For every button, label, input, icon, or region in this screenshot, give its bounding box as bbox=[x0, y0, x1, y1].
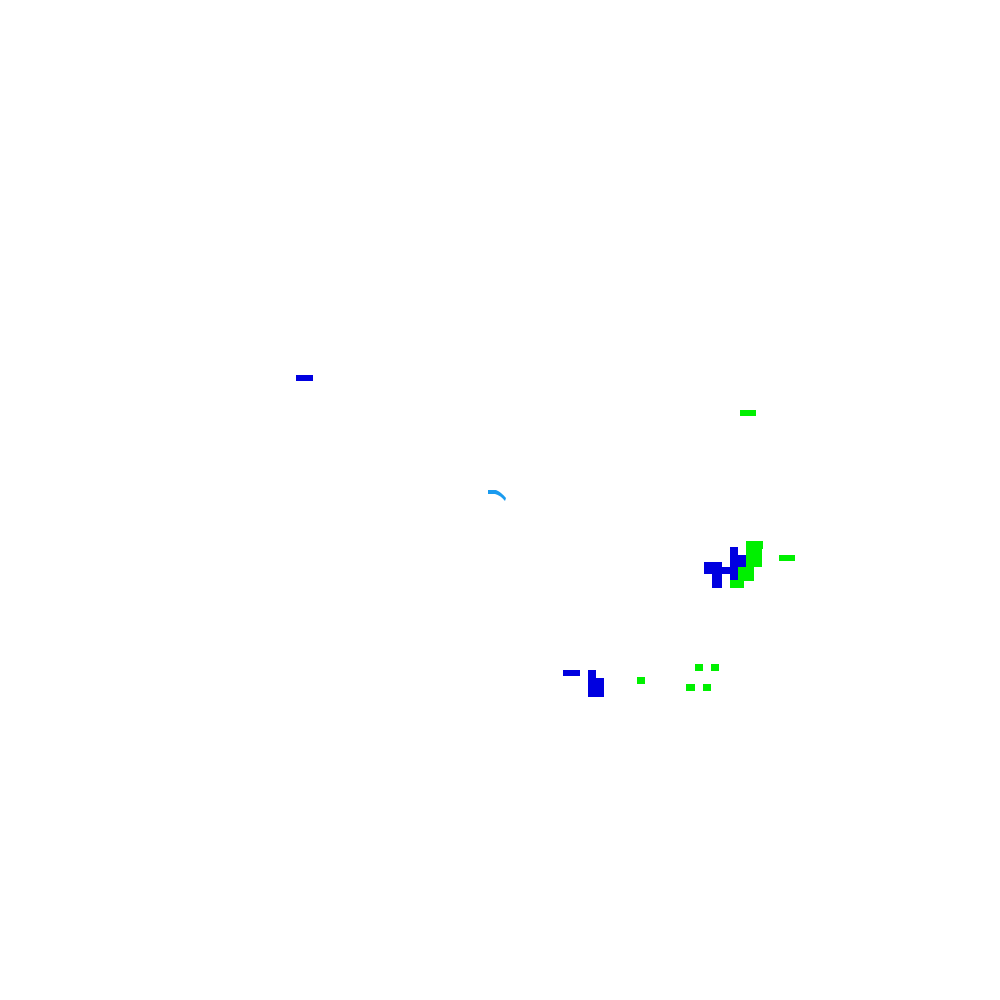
green-cell bbox=[740, 410, 756, 416]
blue-cell bbox=[596, 678, 604, 697]
blue-cell bbox=[563, 670, 580, 676]
green-cell bbox=[703, 684, 711, 691]
blue-cell bbox=[704, 562, 722, 574]
green-cell bbox=[746, 541, 763, 549]
blue-cell bbox=[722, 567, 730, 574]
blue-cell bbox=[296, 375, 313, 381]
blue-cell bbox=[738, 555, 746, 567]
blue-cell bbox=[588, 670, 596, 697]
green-cell bbox=[779, 555, 795, 561]
green-cell bbox=[695, 664, 703, 671]
green-cell bbox=[711, 664, 719, 671]
green-cell bbox=[686, 684, 695, 691]
green-cell bbox=[637, 677, 645, 684]
blue-cell bbox=[730, 547, 738, 580]
blue-cell bbox=[712, 574, 722, 588]
green-cell bbox=[746, 549, 762, 567]
green-cell bbox=[738, 567, 754, 581]
cursor-arrow-icon bbox=[488, 490, 506, 501]
green-cell bbox=[730, 580, 744, 588]
